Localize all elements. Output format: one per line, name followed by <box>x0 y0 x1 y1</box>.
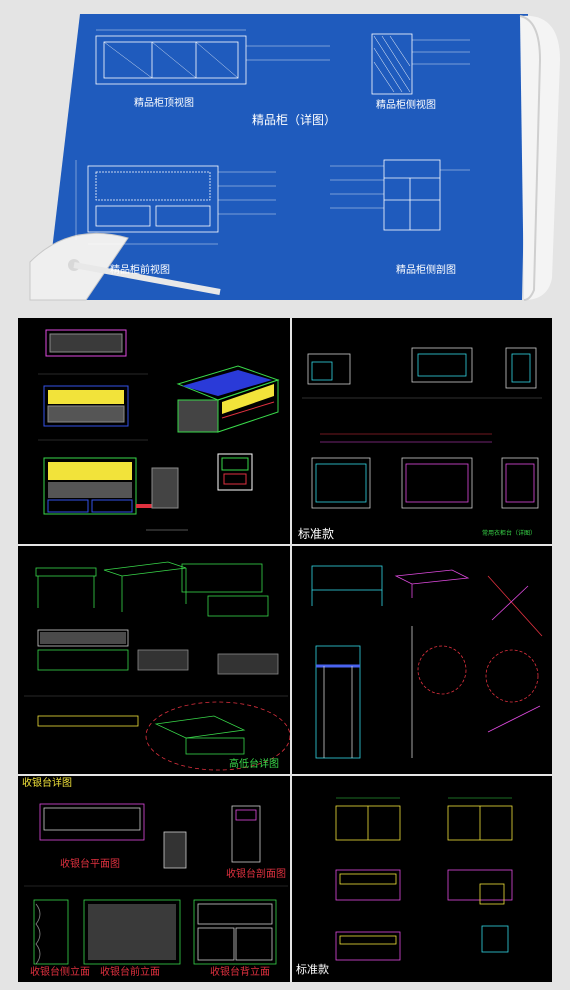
cad-panel-display-cabinet <box>18 318 290 544</box>
front-view-label: 精品柜前视图 <box>110 265 170 276</box>
cashier-section-label: 收银台剖面图 <box>226 869 286 880</box>
blueprint-drawing <box>29 14 560 301</box>
cad-panel-garment-racks <box>292 546 552 774</box>
standard-label-bottom: 标准款 <box>296 963 329 976</box>
side-view-label: 精品柜侧视图 <box>376 100 436 111</box>
top-view-label: 精品柜顶视图 <box>134 98 194 109</box>
blueprint-main-title: 精品柜（详图） <box>252 113 337 127</box>
cashier-front-label: 收银台前立面 <box>100 967 160 978</box>
cad-panel-high-low-tables: 高低台详图 <box>18 546 290 774</box>
standard-label-top: 标准款 <box>298 527 335 541</box>
section-view-label: 精品柜侧剖图 <box>396 265 456 276</box>
common-combo-label: 常用衣柜台（详图） <box>482 530 537 537</box>
cashier-back-label: 收银台背立面 <box>210 967 270 978</box>
cashier-title: 收银台详图 <box>22 778 72 789</box>
cashier-plan-label: 收银台平面图 <box>60 859 120 870</box>
high-low-table-label: 高低台详图 <box>229 759 279 770</box>
cashier-side-label: 收银台侧立面 <box>30 967 90 978</box>
cad-panel-cashier-counter: 收银台详图 收银台平面图 收银台剖面图 收银台侧立面 收银台前立面 收银台背立面 <box>18 776 290 982</box>
cad-panel-standard-cabinets: 标准款 <box>292 776 552 982</box>
cad-panel-standard-counter: 标准款 常用衣柜台（详图） <box>292 318 552 544</box>
blueprint-sheet: 精品柜顶视图 精品柜侧视图 精品柜（详图） 精品柜前视图 精品柜侧剖图 <box>0 0 570 310</box>
